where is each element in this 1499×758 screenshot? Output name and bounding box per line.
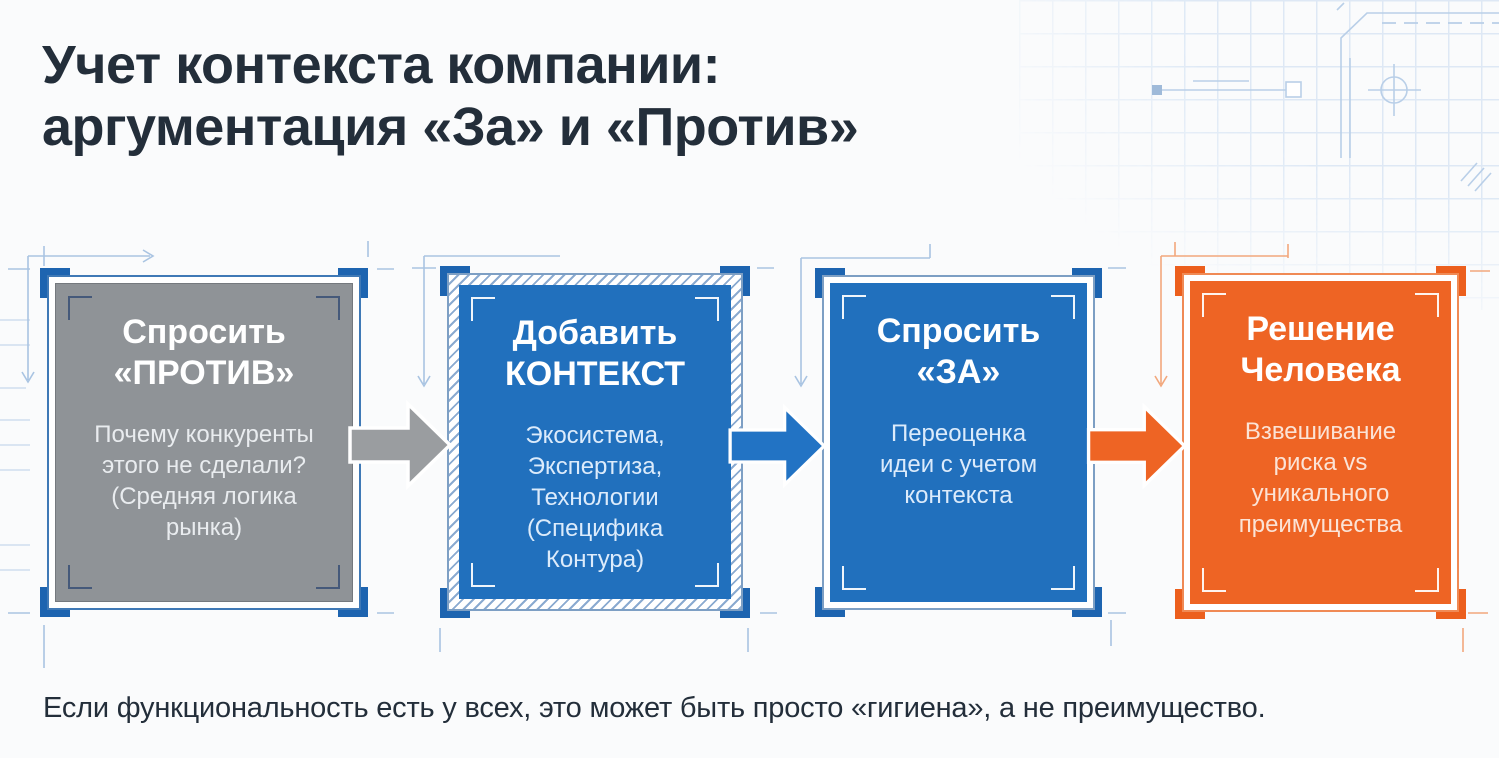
frame-corner-icon [316, 565, 340, 589]
frame-corner-icon [1051, 295, 1075, 319]
corner-bracket-icon [815, 587, 845, 617]
corner-bracket-icon [1175, 589, 1205, 619]
frame-corner-icon [68, 296, 92, 320]
step-body: Почему конкуренты этого не сделали? (Сре… [94, 420, 314, 542]
corner-bracket-icon [1175, 266, 1205, 296]
step-fill: Спросить «ЗА» Переоценка идеи с учетом к… [830, 283, 1087, 602]
step-body: Экосистема, Экспертиза, Технологии (Спец… [525, 421, 665, 574]
step-fill: Добавить КОНТЕКСТ Экосистема, Экспертиза… [459, 285, 731, 599]
step-card-ask-for: Спросить «ЗА» Переоценка идеи с учетом к… [815, 268, 1102, 617]
step-card-ask-against: Спросить «ПРОТИВ» Почему конкуренты этог… [40, 268, 368, 617]
frame-corner-icon [1415, 293, 1439, 317]
step-title: Добавить КОНТЕКСТ [505, 314, 685, 393]
frame-corner-icon [1202, 568, 1226, 592]
frame-corner-icon [695, 297, 719, 321]
step-body: Взвешивание риска vs уникального преимущ… [1238, 417, 1403, 539]
frame-corner-icon [695, 563, 719, 587]
frame-corner-icon [316, 296, 340, 320]
frame-corner-icon [1415, 568, 1439, 592]
corner-bracket-icon [1436, 589, 1466, 619]
step-fill: Решение Человека Взвешивание риска vs ун… [1190, 281, 1451, 604]
step-card-human-decision: Решение Человека Взвешивание риска vs ун… [1175, 266, 1466, 619]
frame-corner-icon [68, 565, 92, 589]
corner-bracket-icon [1436, 266, 1466, 296]
frame-corner-icon [471, 297, 495, 321]
flow-arrow-2 [728, 403, 827, 489]
frame-corner-icon [1202, 293, 1226, 317]
flow-arrow-3 [1086, 402, 1187, 490]
step-fill: Спросить «ПРОТИВ» Почему конкуренты этог… [55, 283, 353, 602]
frame-corner-icon [1051, 566, 1075, 590]
blueprint-grid [1019, 0, 1499, 310]
flow-arrow-1 [348, 399, 453, 491]
step-card-add-context: Добавить КОНТЕКСТ Экосистема, Экспертиза… [440, 266, 750, 618]
main-title: Учет контекста компании: аргументация «З… [42, 35, 859, 158]
corner-bracket-icon [1072, 268, 1102, 298]
step-title: Решение Человека [1240, 310, 1401, 389]
footer-note: Если функциональность есть у всех, это м… [43, 692, 1266, 724]
frame-corner-icon [842, 295, 866, 319]
frame-corner-icon [471, 563, 495, 587]
step-body: Переоценка идеи с учетом контекста [879, 419, 1038, 509]
corner-bracket-icon [1072, 587, 1102, 617]
corner-bracket-icon [815, 268, 845, 298]
step-title: Спросить «ЗА» [876, 312, 1041, 391]
margin-lines-decoration [0, 319, 30, 571]
step-title: Спросить «ПРОТИВ» [113, 313, 295, 392]
frame-corner-icon [842, 566, 866, 590]
